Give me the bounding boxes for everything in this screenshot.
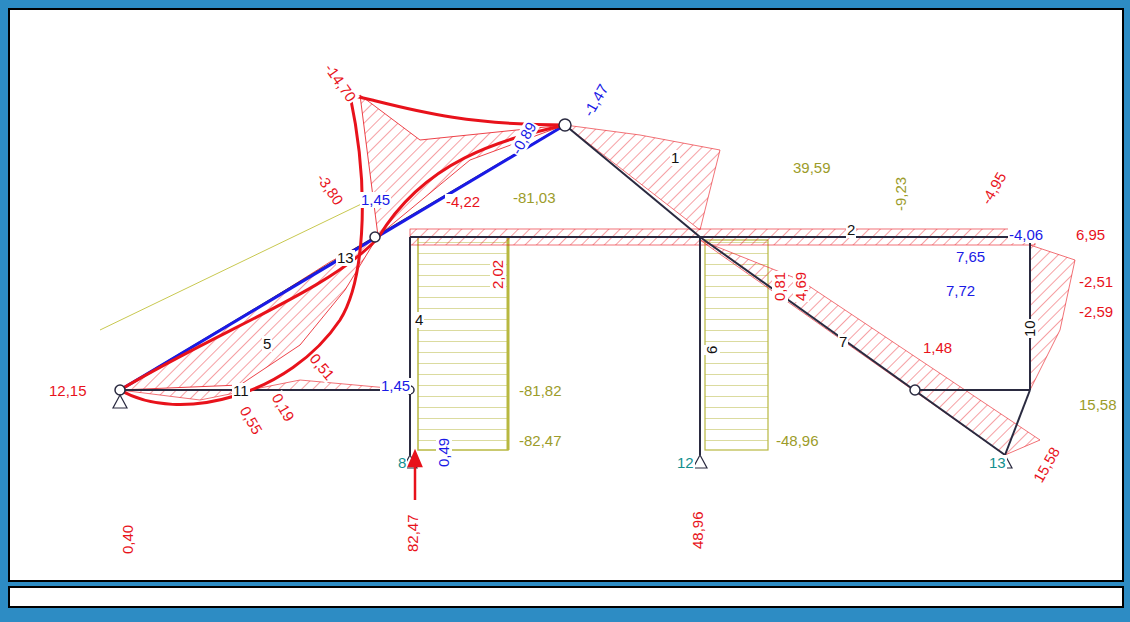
moment-value: 1,45 (360, 192, 391, 208)
member-number: 1 (670, 150, 680, 166)
moment-value: -4,22 (445, 194, 481, 210)
member-number: 11 (232, 383, 250, 399)
member-number: 6 (704, 345, 720, 355)
moment-value: 7,72 (945, 283, 976, 299)
axial-force-diagram (418, 237, 508, 450)
moment-value: 1,45 (380, 378, 411, 394)
axial-value: -9,23 (893, 176, 909, 212)
axial-value: 15,58 (1078, 397, 1118, 413)
moment-value: -4,06 (1008, 227, 1044, 243)
member-number: 2 (846, 222, 856, 238)
reaction-value: 82,47 (405, 513, 421, 553)
moment-value: 2,02 (490, 259, 506, 290)
moment-value: 0,49 (436, 437, 452, 468)
member-number: 7 (838, 334, 848, 350)
moment-value: 12,15 (48, 383, 88, 399)
node-number: 8 (397, 455, 407, 471)
reaction-value: 48,96 (690, 510, 706, 550)
member-number: 10 (1022, 319, 1038, 338)
status-bar (8, 586, 1124, 608)
axial-value: -48,96 (775, 433, 820, 449)
axial-value: -82,47 (518, 433, 563, 449)
member-number: 5 (262, 336, 272, 352)
moment-value: 0,40 (120, 524, 136, 555)
moment-value: 6,95 (1075, 227, 1106, 243)
moment-value: 7,65 (955, 249, 986, 265)
axial-force-edge (507, 237, 510, 450)
result-line (120, 125, 565, 390)
envelope-line (100, 195, 380, 330)
node-number: 13 (988, 455, 1007, 471)
moment-value: -2,51 (1078, 274, 1114, 290)
moment-diagram (410, 229, 1035, 245)
moment-diagram (360, 95, 565, 236)
frame-members (120, 125, 1030, 455)
moment-diagram (565, 125, 720, 230)
moment-value: 4,69 (793, 271, 809, 302)
member-number: 13 (336, 250, 355, 266)
member-number: 4 (414, 312, 424, 328)
axial-value: 39,59 (792, 160, 832, 176)
axial-value: -81,03 (512, 190, 557, 206)
moment-diagram (1030, 245, 1075, 390)
moment-curve (120, 95, 565, 405)
support-symbol (113, 395, 1012, 468)
node-number: 12 (676, 455, 695, 471)
reaction-arrow (409, 452, 421, 500)
moment-value: 1,48 (922, 340, 953, 356)
moment-value: -2,59 (1078, 304, 1114, 320)
moment-value: 0,81 (772, 271, 788, 302)
hinge (115, 119, 920, 395)
axial-value: -81,82 (518, 383, 563, 399)
